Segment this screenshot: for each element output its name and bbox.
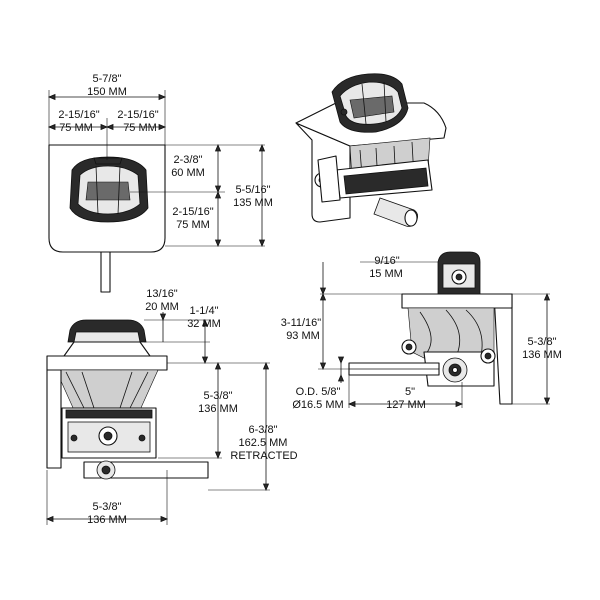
top-view-pin bbox=[83, 461, 209, 479]
pin-od-mm: Ø16.5 MM bbox=[292, 399, 343, 411]
side-height-mm: 136 MM bbox=[522, 349, 562, 361]
top-offset-in: 9/16" bbox=[374, 255, 399, 267]
upper-height-mm: 60 MM bbox=[171, 167, 205, 179]
top-view-flange bbox=[46, 355, 168, 371]
isometric-view bbox=[295, 73, 447, 227]
cap-height-in: 1-1/4" bbox=[190, 305, 219, 317]
pin-length-mm: 127 MM bbox=[386, 399, 426, 411]
front-view: 5-7/8" 150 MM 2-15/16" 75 MM 2-15/16" 75… bbox=[47, 73, 273, 293]
cap-offset-mm: 20 MM bbox=[145, 301, 179, 313]
left-half-in: 2-15/16" bbox=[58, 109, 99, 121]
top-view-cap bbox=[67, 319, 147, 343]
side-rear-plate bbox=[493, 293, 513, 405]
front-view-cap bbox=[69, 156, 149, 223]
body-depth-in: 5-3/8" bbox=[204, 390, 233, 402]
retracted-in: 6-3/8" bbox=[249, 424, 278, 436]
top-offset-mm: 15 MM bbox=[369, 268, 403, 280]
cap-height-mm: 32 MM bbox=[187, 318, 221, 330]
center-height-mm: 93 MM bbox=[286, 330, 320, 342]
lower-height-in: 2-15/16" bbox=[172, 206, 213, 218]
top-view: 13/16" 20 MM 1-1/4" 32 MM 5-3/8" 136 MM … bbox=[45, 288, 298, 526]
overall-width-in: 5-7/8" bbox=[93, 73, 122, 85]
total-height-in: 5-5/16" bbox=[235, 184, 270, 196]
body-depth-mm: 136 MM bbox=[198, 403, 238, 415]
upper-height-in: 2-3/8" bbox=[174, 154, 203, 166]
lower-height-mm: 75 MM bbox=[176, 219, 210, 231]
right-half-mm: 75 MM bbox=[123, 122, 157, 134]
width-in: 5-3/8" bbox=[93, 501, 122, 513]
iso-cap bbox=[331, 73, 409, 133]
side-view: 9/16" 15 MM 3-11/16" 93 MM 5-3/8" 136 MM… bbox=[281, 251, 562, 411]
top-view-body bbox=[55, 369, 159, 411]
side-top-flange bbox=[401, 293, 513, 309]
overall-width-mm: 150 MM bbox=[87, 86, 127, 98]
top-view-side-plate bbox=[46, 369, 62, 469]
left-half-mm: 75 MM bbox=[59, 122, 93, 134]
retracted-mm: 162.5 MM bbox=[239, 437, 288, 449]
cap-offset-in: 13/16" bbox=[146, 288, 178, 300]
pin-length-in: 5" bbox=[405, 386, 415, 398]
pin-od-in: O.D. 5/8" bbox=[296, 386, 341, 398]
right-half-in: 2-15/16" bbox=[117, 109, 158, 121]
retracted-label: RETRACTED bbox=[230, 450, 297, 462]
side-height-in: 5-3/8" bbox=[528, 336, 557, 348]
side-cap bbox=[437, 251, 481, 295]
total-height-mm: 135 MM bbox=[233, 197, 273, 209]
center-height-in: 3-11/16" bbox=[281, 317, 321, 329]
width-mm: 136 MM bbox=[87, 514, 127, 526]
